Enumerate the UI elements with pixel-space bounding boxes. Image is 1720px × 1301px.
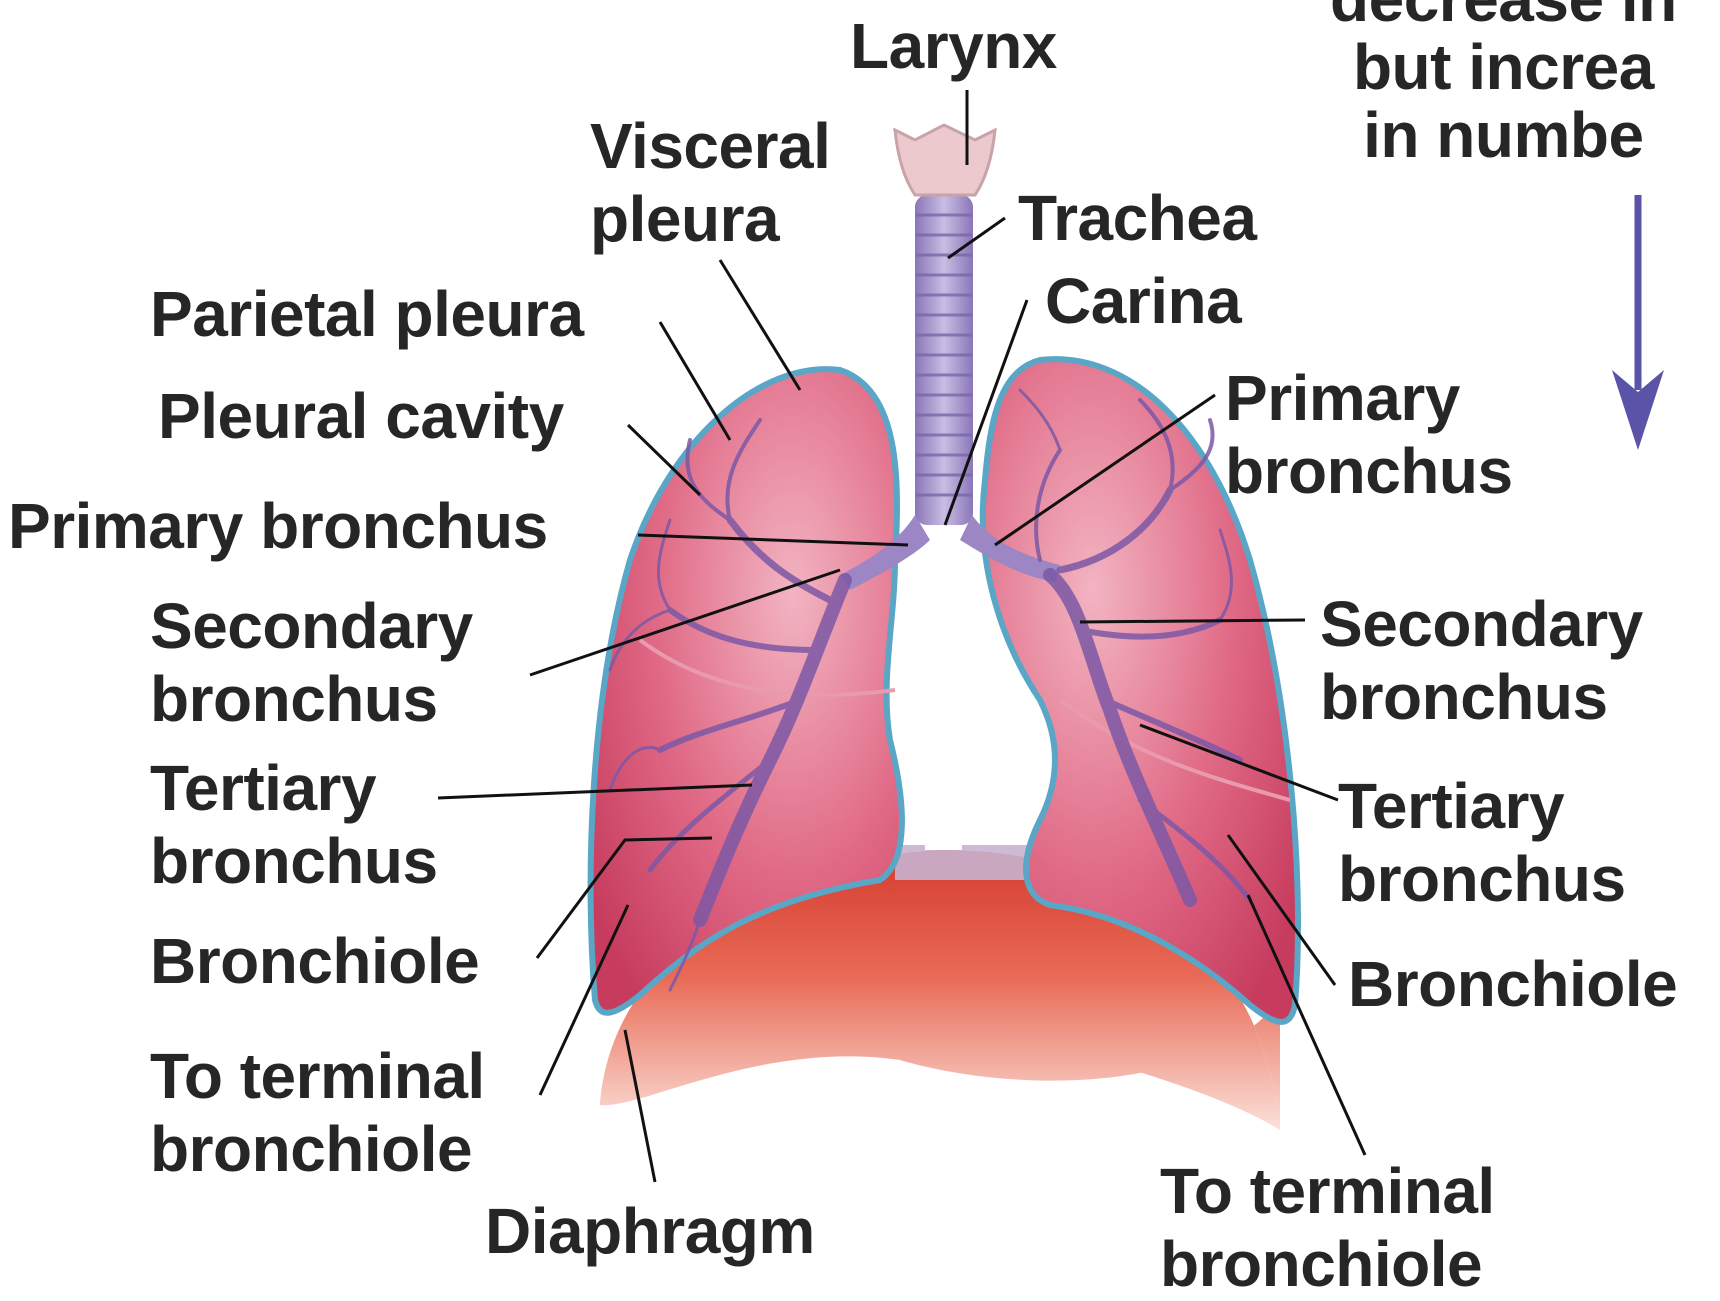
label-parietal-pleura: Parietal pleura bbox=[150, 278, 584, 351]
label-terminal-bronchiole-right: To terminal bronchiole bbox=[1160, 1155, 1495, 1301]
label-bronchiole-left: Bronchiole bbox=[150, 925, 479, 998]
label-primary-bronchus-left: Primary bronchus bbox=[8, 490, 548, 563]
label-terminal-bronchiole-left: To terminal bronchiole bbox=[150, 1040, 485, 1186]
label-secondary-bronchus-right: Secondary bronchus bbox=[1320, 588, 1643, 734]
label-carina: Carina bbox=[1045, 265, 1241, 338]
larynx bbox=[895, 125, 995, 195]
label-secondary-bronchus-left: Secondary bronchus bbox=[150, 590, 473, 736]
label-pleural-cavity: Pleural cavity bbox=[158, 380, 564, 453]
label-bronchiole-right: Bronchiole bbox=[1348, 948, 1677, 1021]
label-larynx: Larynx bbox=[850, 10, 1057, 83]
side-note-text: decrease in but increa in numbe bbox=[1330, 0, 1677, 169]
label-tertiary-bronchus-left: Tertiary bronchus bbox=[150, 752, 438, 898]
label-visceral-pleura: Visceral pleura bbox=[590, 110, 830, 256]
label-tertiary-bronchus-right: Tertiary bronchus bbox=[1338, 770, 1626, 916]
label-diaphragm: Diaphragm bbox=[485, 1195, 815, 1268]
label-primary-bronchus-right: Primary bronchus bbox=[1225, 362, 1513, 508]
label-trachea: Trachea bbox=[1018, 182, 1256, 255]
decrease-arrow-icon bbox=[1612, 195, 1664, 450]
